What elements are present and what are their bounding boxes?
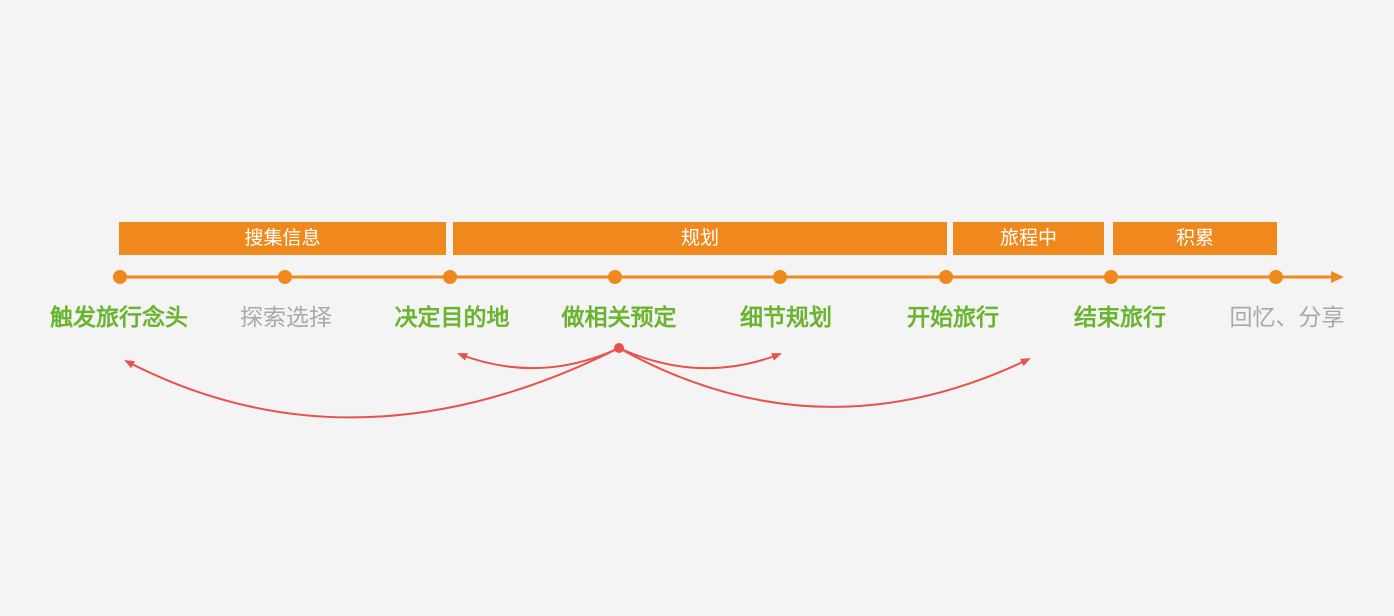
link-arc (124, 347, 620, 419)
stage-label: 开始旅行 (907, 305, 999, 331)
phase-accumulate: 积累 (1113, 222, 1277, 255)
stage-label: 决定目的地 (394, 305, 510, 331)
stage-label: 探索选择 (240, 305, 332, 331)
phase-collect-info: 搜集信息 (119, 222, 446, 255)
stage-label: 细节规划 (740, 305, 832, 331)
phase-during-trip: 旅程中 (953, 222, 1104, 255)
timeline-node (773, 270, 787, 284)
timeline-node (113, 270, 127, 284)
timeline-arrow-head (1331, 271, 1344, 283)
stage-label: 做相关预定 (561, 305, 677, 331)
link-arc (618, 347, 782, 370)
timeline-node (608, 270, 622, 284)
link-arc (618, 347, 1031, 408)
timeline-node (1269, 270, 1283, 284)
stage-label: 触发旅行念头 (50, 305, 188, 331)
stage-label: 回忆、分享 (1229, 305, 1345, 331)
timeline-node (1104, 270, 1118, 284)
timeline-node (939, 270, 953, 284)
timeline-node (443, 270, 457, 284)
stage-label: 结束旅行 (1074, 305, 1166, 331)
link-origin-dot (614, 343, 624, 353)
phase-planning: 规划 (453, 222, 947, 255)
link-arc (457, 347, 620, 370)
timeline-node (278, 270, 292, 284)
